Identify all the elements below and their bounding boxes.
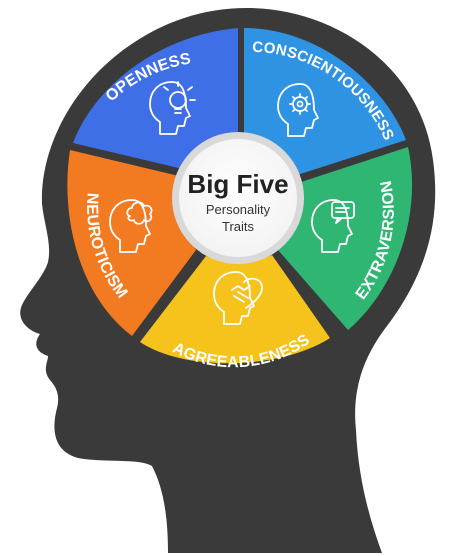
trait-wheel	[67, 28, 413, 364]
head-gear-icon	[277, 83, 319, 137]
head-handshake-icon	[213, 271, 263, 325]
segment-agreeableness[interactable]	[140, 255, 330, 364]
head-speech-bubble-icon	[311, 199, 355, 253]
center-subtitle-line2: Traits	[222, 219, 255, 234]
head-cloud-icon	[109, 199, 153, 253]
segment-neuroticism[interactable]	[67, 150, 196, 336]
segment-openness[interactable]	[73, 28, 238, 170]
head-lightbulb-icon	[149, 81, 196, 135]
segment-extraversion[interactable]	[278, 147, 413, 330]
segment-conscientiousness[interactable]	[244, 28, 406, 176]
center-subtitle-line1: Personality	[206, 202, 271, 217]
center-title: Big Five	[187, 169, 288, 199]
center-disc	[179, 139, 297, 257]
